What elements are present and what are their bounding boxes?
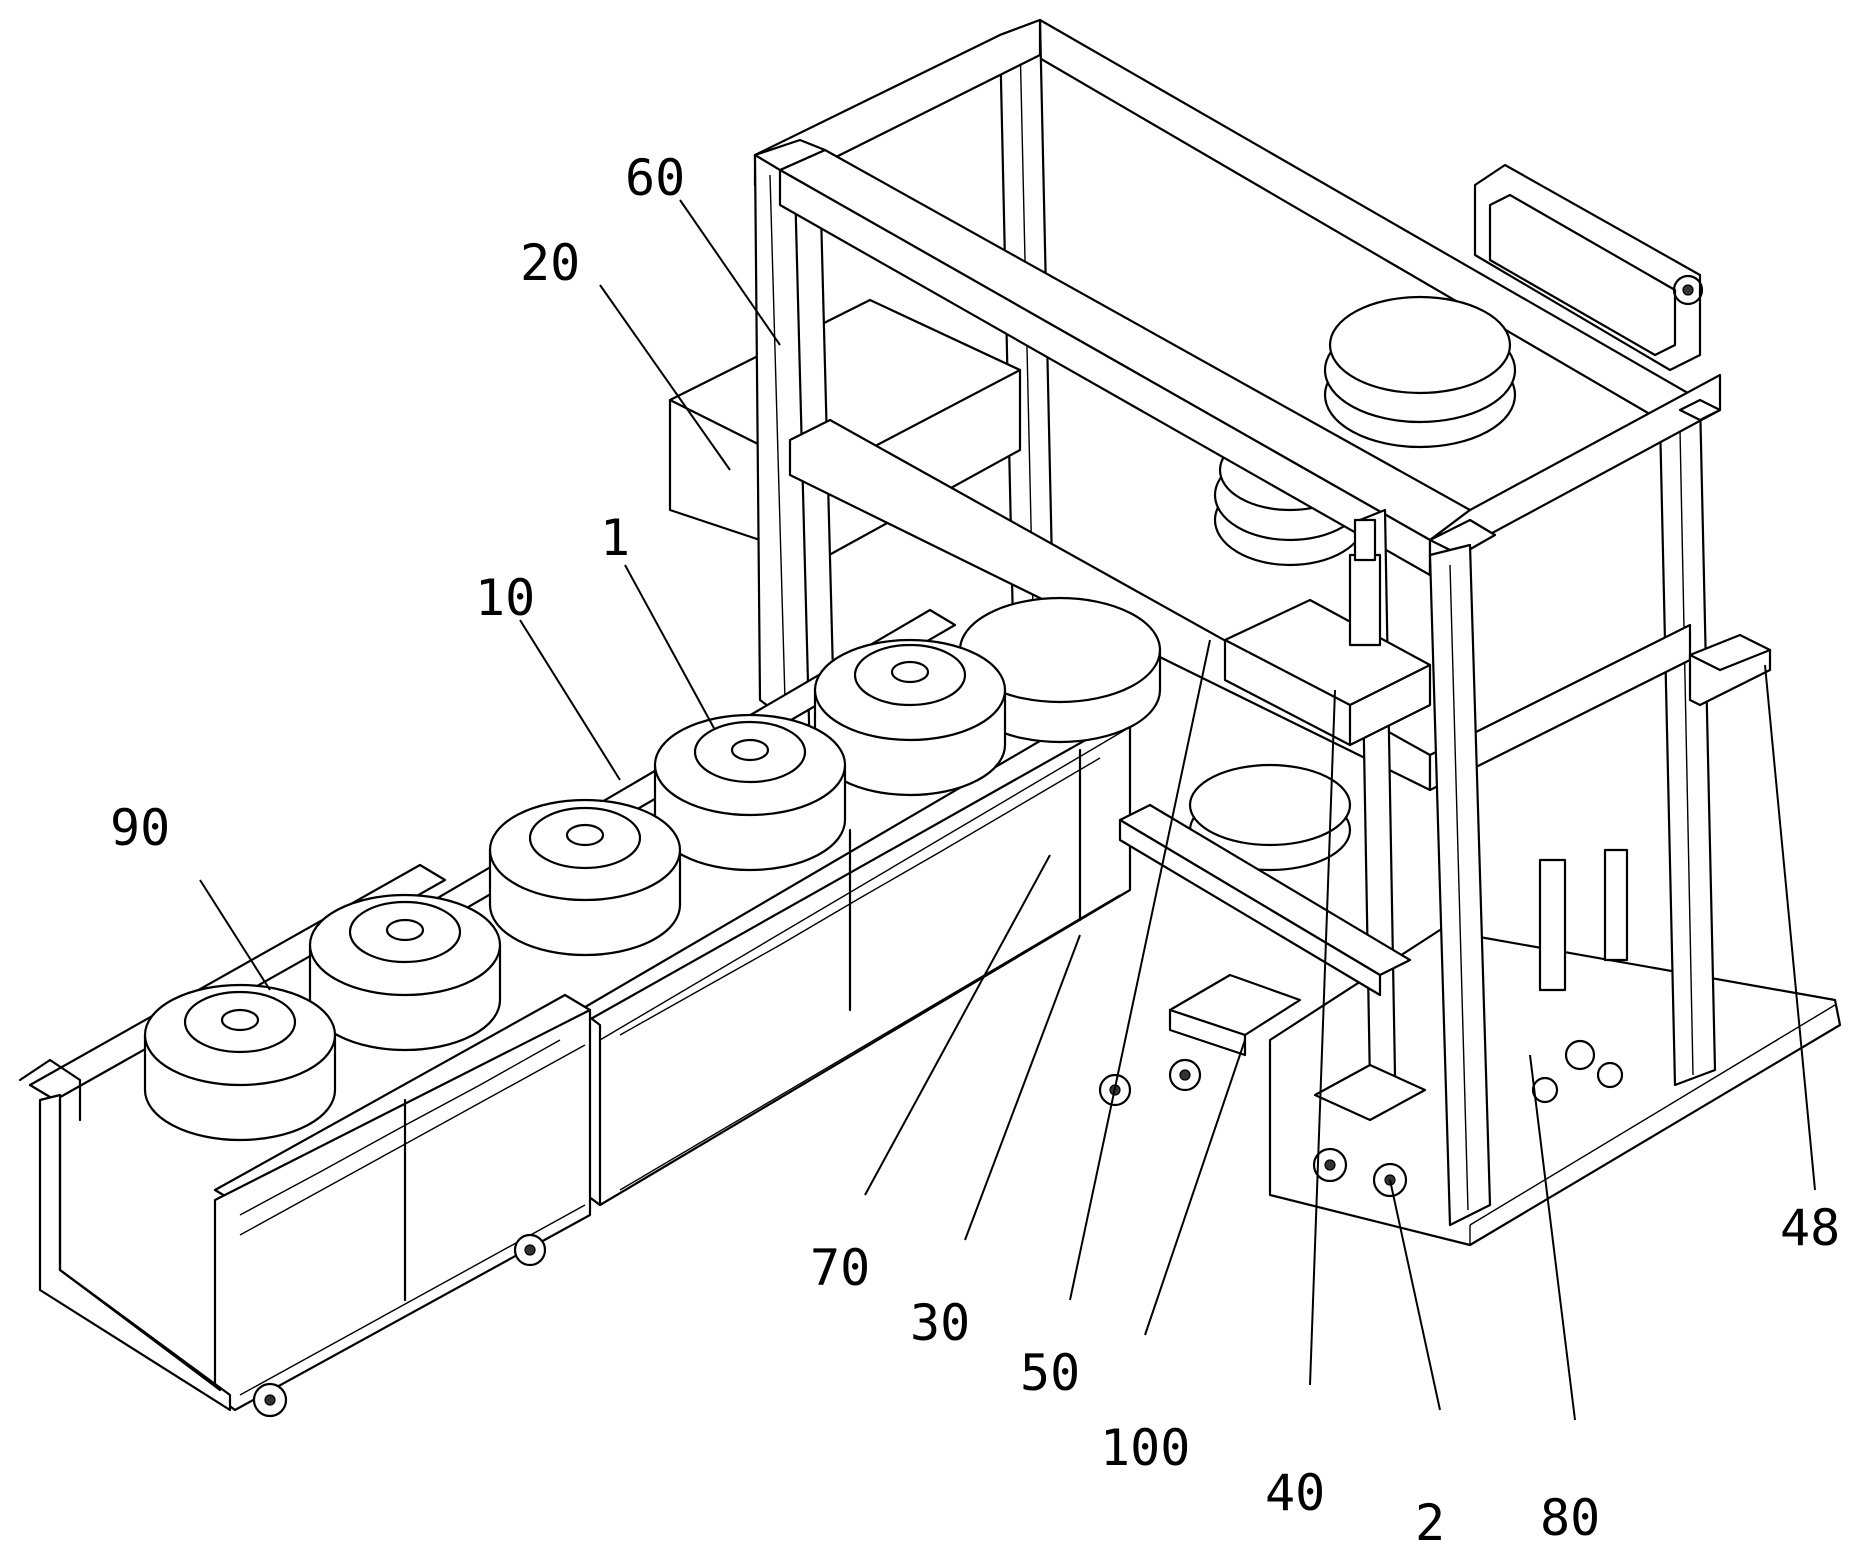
feeding-cart xyxy=(20,865,590,1416)
drum xyxy=(490,800,680,955)
callout-70: 70 xyxy=(810,1239,870,1297)
callout-80: 80 xyxy=(1540,1489,1600,1547)
callout-100: 100 xyxy=(1100,1419,1190,1477)
callout-2: 2 xyxy=(1415,1494,1445,1551)
callout-1: 1 xyxy=(600,509,630,567)
callout-20: 20 xyxy=(520,234,580,292)
callout-30: 30 xyxy=(910,1294,970,1352)
callout-10: 10 xyxy=(475,569,535,627)
callout-48: 48 xyxy=(1780,1199,1840,1257)
callout-50: 50 xyxy=(1020,1344,1080,1402)
drum xyxy=(310,895,500,1050)
callout-40: 40 xyxy=(1265,1464,1325,1522)
drum xyxy=(655,715,845,870)
callout-90: 90 xyxy=(110,799,170,857)
drum xyxy=(145,985,335,1140)
callout-60: 60 xyxy=(625,149,685,207)
